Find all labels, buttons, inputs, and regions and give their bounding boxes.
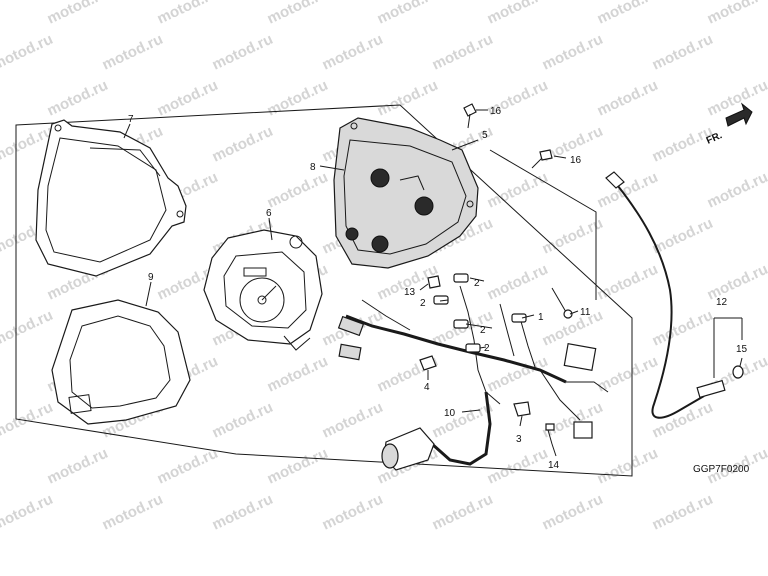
watermark-text: motod.ru — [265, 169, 331, 212]
clamp-part — [513, 401, 531, 417]
watermark-text: motod.ru — [595, 445, 661, 488]
watermark-text: motod.ru — [650, 491, 716, 534]
watermark-text: motod.ru — [430, 31, 496, 74]
watermark-text: motod.ru — [485, 169, 551, 212]
watermark-text: motod.ru — [0, 261, 1, 304]
watermark-text: motod.ru — [210, 31, 276, 74]
meter-panel-part — [51, 299, 191, 425]
watermark-text: motod.ru — [0, 169, 1, 212]
watermark-text: motod.ru — [705, 261, 768, 304]
watermark-text: motod.ru — [485, 0, 551, 28]
watermark-text: motod.ru — [0, 77, 1, 120]
watermark-text: motod.ru — [0, 31, 56, 74]
watermark-text: motod.ru — [320, 491, 386, 534]
watermark-text: motod.ru — [650, 123, 716, 166]
watermark-text: motod.ru — [0, 307, 56, 350]
assembly-outline — [15, 104, 633, 477]
callout-2-b: 2 — [420, 298, 426, 309]
watermark-text: motod.ru — [155, 445, 221, 488]
callout-7: 7 — [128, 114, 134, 125]
callout-12: 12 — [716, 297, 728, 308]
meter-cover-part — [35, 119, 187, 277]
watermark-text: motod.ru — [265, 445, 331, 488]
callout-2-a: 2 — [474, 278, 480, 289]
screw-13 — [427, 275, 441, 289]
watermark-text: motod.ru — [0, 445, 1, 488]
socket-parts — [433, 273, 527, 353]
watermark-text: motod.ru — [320, 31, 386, 74]
watermark-text: motod.ru — [210, 123, 276, 166]
watermark-text: motod.ru — [650, 31, 716, 74]
callout-10: 10 — [444, 408, 456, 419]
watermark-text: motod.ru — [595, 77, 661, 120]
watermark-text: motod.ru — [375, 77, 441, 120]
watermark-text: motod.ru — [0, 399, 56, 442]
watermark-text: motod.ru — [100, 31, 166, 74]
leader-lines — [123, 123, 743, 457]
figure-code: GGP7F0200 — [693, 464, 750, 475]
watermark-text: motod.ru — [210, 399, 276, 442]
watermark-text: motod.ru — [430, 491, 496, 534]
callout-8: 8 — [310, 162, 316, 173]
screw-16-upper — [463, 103, 488, 129]
watermark-text: motod.ru — [320, 399, 386, 442]
watermark-text: motod.ru — [210, 491, 276, 534]
watermark-text: motod.ru — [650, 399, 716, 442]
leader-5 — [451, 139, 479, 151]
callout-14: 14 — [548, 460, 560, 471]
watermark-text: motod.ru — [705, 0, 768, 28]
watermark-text: motod.ru — [485, 261, 551, 304]
watermark-text: motod.ru — [430, 399, 496, 442]
leader-5-guide — [489, 149, 597, 300]
watermark-text: motod.ru — [45, 445, 111, 488]
indicator-bulb-part — [419, 355, 437, 371]
wire-harness-part — [337, 285, 609, 471]
callout-layer: 1 2 2 2 2 3 4 5 6 7 8 9 10 11 12 13 14 1… — [128, 106, 748, 471]
watermark-text: motod.ru — [705, 169, 768, 212]
watermark-text: motod.ru — [375, 0, 441, 28]
callout-16-b: 16 — [570, 155, 582, 166]
watermark-text: motod.ru — [265, 0, 331, 28]
callout-13: 13 — [404, 287, 416, 298]
watermark-text: motod.ru — [100, 491, 166, 534]
watermark-text: motod.ru — [155, 77, 221, 120]
callout-5: 5 — [482, 130, 488, 141]
callout-6: 6 — [266, 208, 272, 219]
watermark-text: motod.ru — [540, 491, 606, 534]
watermark-text: motod.ru — [650, 215, 716, 258]
watermark-text: motod.ru — [595, 261, 661, 304]
speedometer-cable-part — [605, 171, 744, 419]
callout-15: 15 — [736, 344, 748, 355]
fr-arrow-icon — [725, 102, 753, 127]
callout-16-a: 16 — [490, 106, 502, 117]
callout-3: 3 — [516, 434, 522, 445]
watermark-text: motod.ru — [0, 491, 56, 534]
callout-9: 9 — [148, 272, 154, 283]
callout-1: 1 — [538, 312, 544, 323]
speedometer-part — [203, 229, 323, 351]
watermark-text: motod.ru — [0, 353, 1, 396]
screw-11 — [551, 287, 573, 319]
watermark-text: motod.ru — [155, 0, 221, 28]
watermark-text: motod.ru — [45, 77, 111, 120]
watermark-text: motod.ru — [650, 307, 716, 350]
screw-16-lower — [531, 149, 567, 169]
watermark-text: motod.ru — [485, 445, 551, 488]
screw-14 — [545, 423, 555, 445]
watermark-text: motod.ru — [265, 353, 331, 396]
meter-case-part — [333, 117, 479, 269]
watermark-text: motod.ru — [595, 169, 661, 212]
watermark-text: motod.ru — [0, 0, 1, 28]
callout-2-d: 2 — [484, 343, 490, 354]
callout-11: 11 — [580, 307, 591, 318]
callout-4: 4 — [424, 382, 430, 393]
callout-2-c: 2 — [480, 325, 486, 336]
watermark-text: motod.ru — [265, 77, 331, 120]
watermark-text: motod.ru — [540, 31, 606, 74]
watermark-text: motod.ru — [595, 0, 661, 28]
watermark-text: motod.ru — [45, 0, 111, 28]
